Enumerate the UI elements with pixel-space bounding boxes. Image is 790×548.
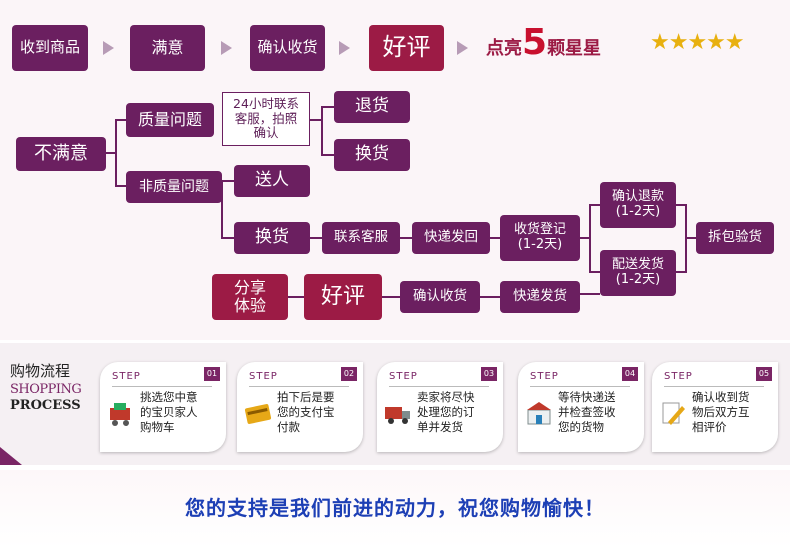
cart-icon: [106, 398, 136, 428]
pencil-icon: [658, 398, 688, 428]
satisfied-box: 满意: [130, 25, 205, 71]
wallet-icon: [243, 398, 273, 428]
light-suffix: 颗星星: [547, 38, 602, 59]
light-number: 5: [522, 22, 548, 63]
share-experience-box: 分享 体验: [212, 274, 288, 320]
give-away-box: 送人: [234, 165, 310, 197]
step-number: 01: [204, 367, 220, 381]
arrow-right-icon: [103, 41, 114, 55]
exchange-goods-box-2: 换货: [234, 222, 310, 254]
contact-service-box: 联系客服: [322, 222, 400, 254]
footer-background: [0, 470, 790, 548]
step-text: 等待快递送 并检查签收 您的货物: [558, 390, 616, 434]
unsatisfied-box: 不满意: [16, 137, 106, 171]
step-label: STEP: [389, 371, 418, 382]
footer-message: 您的支持是我们前进的动力，祝您购物愉快！: [185, 496, 605, 520]
step-card-5: STEP 05 确认收到货 物后双方互 相评价: [652, 362, 778, 452]
confirm-receipt-box: 确认收货: [250, 25, 325, 71]
step-label: STEP: [112, 371, 141, 382]
step-text: 确认收到货 物后双方互 相评价: [692, 390, 750, 434]
arrow-right-icon: [339, 41, 350, 55]
step-text: 卖家将尽快 处理您的订 单并发货: [417, 390, 475, 434]
step-number: 04: [622, 367, 638, 381]
step-divider: [664, 386, 764, 387]
step-divider: [249, 386, 349, 387]
good-review-box-2: 好评: [304, 274, 382, 320]
received-goods-box: 收到商品: [12, 25, 88, 71]
step-label: STEP: [249, 371, 278, 382]
shopping-title-en1: SHOPPING: [10, 382, 82, 397]
flow-connectors: [106, 106, 696, 298]
receipt-register-box: 收货登记 (1-2天): [500, 215, 580, 261]
step-card-3: STEP 03 卖家将尽快 处理您的订 单并发货: [377, 362, 503, 452]
light-prefix: 点亮: [486, 38, 522, 59]
truck-icon: [383, 398, 413, 428]
step-label: STEP: [664, 371, 693, 382]
reship-box: 配送发货 (1-2天): [600, 250, 676, 296]
quality-issue-box: 质量问题: [126, 103, 214, 137]
express-return-box: 快递发回: [412, 222, 490, 254]
shopping-title-cn: 购物流程: [10, 362, 71, 380]
store-icon: [524, 398, 554, 428]
light-stars-text: 点亮5颗星星: [486, 22, 601, 63]
unpack-inspect-box: 拆包验货: [696, 222, 774, 254]
corner-triangle-icon: [0, 447, 22, 465]
non-quality-issue-box: 非质量问题: [126, 171, 222, 203]
return-goods-box: 退货: [334, 91, 410, 123]
step-number: 03: [481, 367, 497, 381]
arrow-right-icon: [457, 41, 468, 55]
contact-cs-box: 24小时联系 客服，拍照 确认: [222, 92, 310, 146]
step-number: 02: [341, 367, 357, 381]
confirm-refund-box: 确认退款 (1-2天): [600, 182, 676, 228]
good-review-box: 好评: [369, 25, 444, 71]
five-stars-icon: ★★★★★: [650, 30, 745, 55]
arrow-right-icon: [221, 41, 232, 55]
confirm-receipt-box-2: 确认收货: [400, 281, 480, 313]
step-text: 拍下后是要 您的支付宝 付款: [277, 390, 335, 434]
step-number: 05: [756, 367, 772, 381]
step-card-4: STEP 04 等待快递送 并检查签收 您的货物: [518, 362, 644, 452]
step-divider: [530, 386, 630, 387]
shopping-title-en2: PROCESS: [10, 398, 81, 413]
step-text: 挑选您中意 的宝贝家人 购物车: [140, 390, 198, 434]
step-label: STEP: [530, 371, 559, 382]
step-divider: [112, 386, 212, 387]
step-card-1: STEP 01 挑选您中意 的宝贝家人 购物车: [100, 362, 226, 452]
exchange-goods-box: 换货: [334, 139, 410, 171]
step-card-2: STEP 02 拍下后是要 您的支付宝 付款: [237, 362, 363, 452]
step-divider: [389, 386, 489, 387]
express-ship-box: 快递发货: [500, 281, 580, 313]
